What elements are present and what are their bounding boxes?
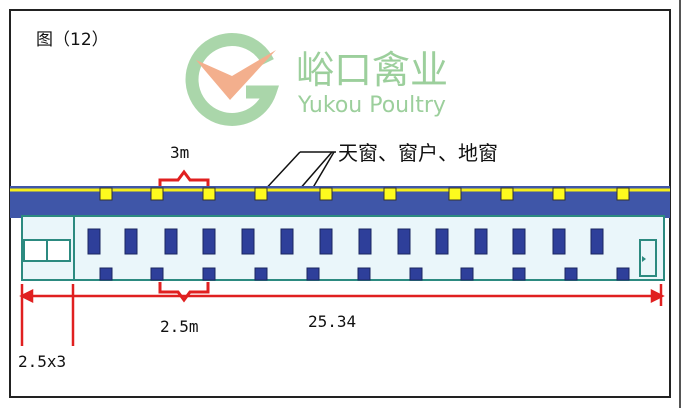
side-window bbox=[552, 228, 566, 255]
side-window bbox=[397, 228, 411, 255]
floor-window bbox=[99, 267, 113, 281]
skylight bbox=[99, 187, 113, 201]
floor-window bbox=[564, 267, 578, 281]
side-window bbox=[358, 228, 372, 255]
side-window bbox=[512, 228, 526, 255]
side-window bbox=[319, 228, 333, 255]
floor-window bbox=[357, 267, 371, 281]
floor-window-spacing-label: 2.5m bbox=[160, 317, 199, 336]
side-window bbox=[280, 228, 294, 255]
length-arrow-left-icon bbox=[19, 288, 34, 304]
side-windows bbox=[87, 228, 604, 255]
house-length-label: 25.34 bbox=[308, 312, 356, 331]
floor-window bbox=[202, 267, 216, 281]
floor-window bbox=[306, 267, 320, 281]
watermark-brand-cn: 峪口禽业 bbox=[296, 48, 448, 92]
watermark-logo bbox=[185, 33, 280, 126]
skylight bbox=[383, 187, 397, 201]
floor-window-spacing-brace bbox=[158, 282, 210, 303]
side-window bbox=[474, 228, 488, 255]
skylight bbox=[616, 187, 630, 201]
end-room-label: 2.5x3 bbox=[18, 352, 66, 371]
floor-windows bbox=[99, 267, 630, 281]
floor-window bbox=[409, 267, 423, 281]
skylight bbox=[500, 187, 514, 201]
side-window bbox=[202, 228, 216, 255]
windows-label: 天窗、窗户、地窗 bbox=[338, 141, 498, 165]
skylight bbox=[319, 187, 333, 201]
skylight bbox=[254, 187, 268, 201]
side-window bbox=[164, 228, 178, 255]
length-arrow-right-icon bbox=[650, 288, 665, 304]
skylight-spacing-label: 3m bbox=[170, 143, 189, 162]
length-dimension bbox=[19, 284, 665, 346]
skylight bbox=[202, 187, 216, 201]
floor-window bbox=[460, 267, 474, 281]
skylights bbox=[99, 187, 630, 201]
skylight bbox=[150, 187, 164, 201]
floor-window bbox=[150, 267, 164, 281]
floor-window bbox=[616, 267, 630, 281]
skylight-spacing-brace bbox=[158, 169, 210, 194]
watermark-brand-en: Yukou Poultry bbox=[297, 93, 446, 118]
watermark-check-icon bbox=[196, 50, 276, 100]
skylight bbox=[448, 187, 462, 201]
side-window bbox=[124, 228, 138, 255]
side-window bbox=[435, 228, 449, 255]
door bbox=[639, 239, 657, 277]
side-window bbox=[241, 228, 255, 255]
figure-label: 图（12） bbox=[36, 30, 109, 50]
floor-window bbox=[254, 267, 268, 281]
floor-window bbox=[512, 267, 526, 281]
watermark-g-icon bbox=[185, 33, 280, 126]
skylight bbox=[552, 187, 566, 201]
side-window bbox=[87, 228, 101, 255]
door-handle-icon bbox=[642, 256, 646, 262]
side-window bbox=[590, 228, 604, 255]
